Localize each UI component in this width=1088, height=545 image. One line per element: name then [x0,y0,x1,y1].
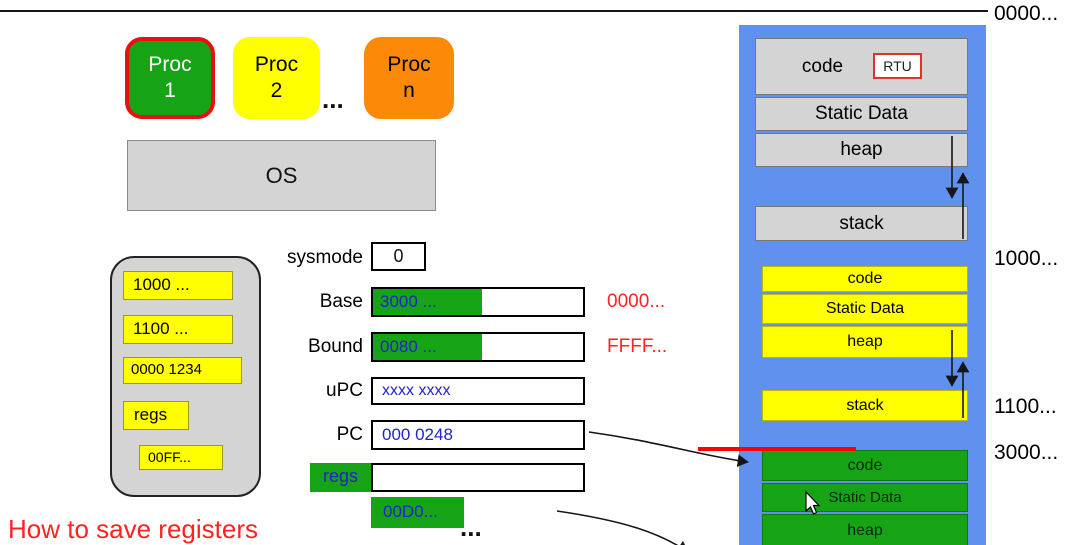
os-box: OS [127,140,436,211]
pc-value: 000 0248 [382,425,453,444]
mem-proc2-code-block: code [762,266,968,292]
process-box-2: Proc 2 [233,37,320,119]
address-label-0000: 0000... [994,2,1059,25]
pcb-base-value: 1000 ... [123,271,233,300]
base-shadow-value: 0000... [607,291,666,312]
pcb-regs-value: 00FF... [139,445,223,470]
address-label-1100: 1100... [994,395,1057,418]
upc-label: uPC [326,380,363,401]
mem-proc1-static-data-block: Static Data [762,483,968,512]
mem-proc1-heap-block: heap [762,514,968,545]
caption-how-to-save-registers: How to save registers [8,514,258,544]
os-label: OS [265,162,298,188]
memory-column: code RTU Static Data heap stack code Sta… [739,25,986,545]
mem-proc2-heap-block: heap [762,326,968,358]
process-2-number: 2 [270,79,283,102]
address-label-3000: 3000... [994,441,1059,464]
bound-label: Bound [308,336,363,357]
mem-os-stack-block: stack [755,206,968,241]
address-label-1000: 1000... [994,247,1059,270]
top-border-line [0,10,988,12]
sysmode-label: sysmode [286,247,363,268]
process-box-n: Proc n [364,37,454,119]
process-ellipsis: ... [322,84,344,114]
process-1-name: Proc [148,52,192,76]
mem-os-code-block: code RTU [755,38,968,95]
rtu-badge: RTU [873,53,922,79]
pcb-pc-value: 0000 1234 [123,357,242,384]
mem-proc2-static-data-block: Static Data [762,294,968,324]
mem-os-code-label: code [801,55,844,77]
base-value: 3000 ... [373,289,482,315]
bound-box: 0080 ... [371,332,585,362]
pcb-bound-value: 1100 ... [123,315,233,344]
base-box: 3000 ... [371,287,585,317]
upc-box: xxxx xxxx [371,377,585,405]
base-label: Base [319,291,363,312]
process-n-name: Proc [387,52,431,76]
saved-regs-arrow [556,510,689,545]
regs-box [371,463,585,492]
pcb-container: 1000 ... 1100 ... 0000 1234 regs 00FF... [110,256,261,497]
bound-value: 0080 ... [373,334,482,360]
sysmode-box: 0 [371,242,426,271]
upc-value: xxxx xxxx [382,382,451,399]
process-1-number: 1 [164,79,176,102]
pc-label: PC [336,424,363,445]
pc-to-code-arrow [588,431,749,467]
mem-proc1-code-block: code [762,450,968,481]
pcb-regs-label: regs [123,401,189,430]
bound-shadow-value: FFFF... [607,336,668,357]
registers-ellipsis: ... [460,512,482,542]
pc-box: 000 0248 [371,420,585,450]
process-2-name: Proc [254,52,299,76]
mem-proc2-stack-block: stack [762,390,968,421]
mem-os-heap-block: heap [755,133,968,167]
saved-regs-value: 00D0... [371,497,464,528]
process-box-1: Proc 1 [125,37,215,119]
regs-label: regs [310,463,371,492]
mem-os-static-data-block: Static Data [755,97,968,131]
process-n-number: n [403,79,415,102]
